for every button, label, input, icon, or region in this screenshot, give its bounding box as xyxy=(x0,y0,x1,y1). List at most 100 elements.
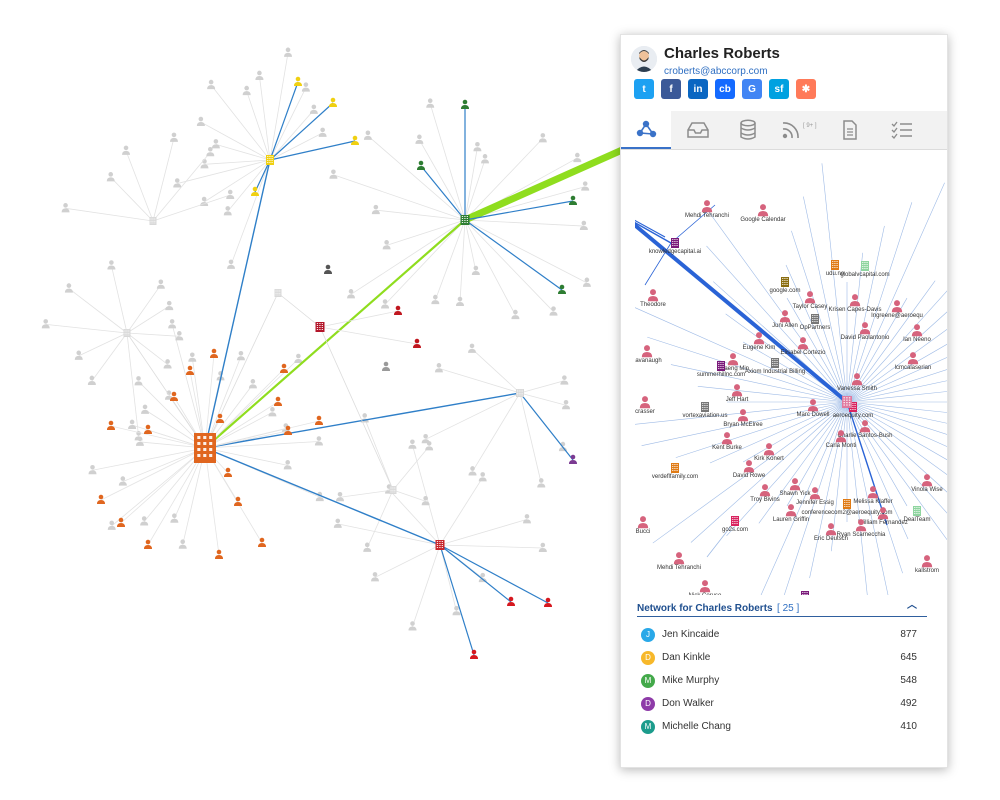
person-node-icon[interactable] xyxy=(255,70,264,80)
company-node-icon[interactable] xyxy=(771,358,779,368)
person-node-icon[interactable] xyxy=(283,460,292,470)
person-node-icon[interactable] xyxy=(227,259,236,269)
person-node-icon[interactable] xyxy=(301,82,310,92)
person-node-icon[interactable] xyxy=(825,523,837,536)
person-node-icon[interactable] xyxy=(549,306,558,316)
person-node-icon[interactable] xyxy=(757,204,769,217)
person-node-icon[interactable] xyxy=(434,363,443,373)
person-node-icon[interactable] xyxy=(753,332,765,345)
person-node-icon[interactable] xyxy=(371,572,380,582)
person-node-icon[interactable] xyxy=(122,145,131,155)
person-node-icon[interactable] xyxy=(413,338,421,348)
person-node-icon[interactable] xyxy=(461,99,469,109)
person-node-icon[interactable] xyxy=(560,375,569,385)
person-node-icon[interactable] xyxy=(224,467,232,477)
person-node-icon[interactable] xyxy=(107,260,116,270)
person-node-icon[interactable] xyxy=(64,283,73,293)
person-node-icon[interactable] xyxy=(731,384,743,397)
person-node-icon[interactable] xyxy=(363,130,372,140)
person-node-icon[interactable] xyxy=(236,350,245,361)
person-node-icon[interactable] xyxy=(582,277,591,287)
person-node-icon[interactable] xyxy=(74,350,83,360)
person-node-icon[interactable] xyxy=(284,425,292,435)
person-node-icon[interactable] xyxy=(759,484,771,497)
company-node-icon[interactable] xyxy=(913,506,921,516)
person-node-icon[interactable] xyxy=(141,404,150,414)
company-node-icon[interactable] xyxy=(843,499,851,509)
person-node-icon[interactable] xyxy=(336,491,345,502)
person-node-icon[interactable] xyxy=(851,373,863,386)
person-node-icon[interactable] xyxy=(537,478,546,488)
company-node-icon[interactable] xyxy=(671,463,679,473)
person-node-icon[interactable] xyxy=(538,133,547,143)
company-node-icon[interactable] xyxy=(731,516,739,526)
person-node-icon[interactable] xyxy=(763,443,775,456)
person-node-icon[interactable] xyxy=(284,47,293,57)
company-node-icon[interactable] xyxy=(781,277,789,287)
person-node-icon[interactable] xyxy=(804,291,816,304)
person-node-icon[interactable] xyxy=(641,345,653,358)
person-node-icon[interactable] xyxy=(117,517,125,527)
person-node-icon[interactable] xyxy=(699,580,711,593)
company-node-icon[interactable] xyxy=(460,215,470,225)
person-node-icon[interactable] xyxy=(118,476,127,486)
twitter-icon[interactable]: t xyxy=(634,79,654,99)
crunchbase-icon[interactable]: cb xyxy=(715,79,735,99)
person-node-icon[interactable] xyxy=(452,605,461,616)
person-node-icon[interactable] xyxy=(538,542,547,552)
company-node-icon[interactable] xyxy=(842,396,852,408)
person-node-icon[interactable] xyxy=(170,513,179,523)
person-node-icon[interactable] xyxy=(351,135,359,145)
person-node-icon[interactable] xyxy=(163,359,172,369)
person-node-icon[interactable] xyxy=(737,409,749,422)
person-node-icon[interactable] xyxy=(382,240,391,250)
person-node-icon[interactable] xyxy=(408,621,417,631)
person-node-icon[interactable] xyxy=(673,552,685,565)
person-node-icon[interactable] xyxy=(248,379,257,389)
person-node-icon[interactable] xyxy=(134,376,143,386)
person-node-icon[interactable] xyxy=(569,454,577,464)
salesforce-icon[interactable]: sf xyxy=(769,79,789,99)
person-node-icon[interactable] xyxy=(144,424,152,434)
person-node-icon[interactable] xyxy=(128,419,137,429)
person-node-icon[interactable] xyxy=(569,195,577,205)
tab-documents[interactable] xyxy=(825,111,875,149)
person-node-icon[interactable] xyxy=(859,420,871,433)
person-node-icon[interactable] xyxy=(721,432,733,445)
person-node-icon[interactable] xyxy=(329,169,338,179)
person-node-icon[interactable] xyxy=(371,204,380,215)
tab-network[interactable] xyxy=(621,111,671,149)
company-node-icon[interactable] xyxy=(266,155,274,165)
person-node-icon[interactable] xyxy=(178,539,187,549)
person-node-icon[interactable] xyxy=(425,441,434,451)
person-node-icon[interactable] xyxy=(809,487,821,500)
chevron-up-icon[interactable]: ︿ xyxy=(907,600,917,611)
person-node-icon[interactable] xyxy=(417,160,425,170)
person-node-icon[interactable] xyxy=(347,289,356,299)
person-node-icon[interactable] xyxy=(107,420,115,430)
person-node-icon[interactable] xyxy=(835,430,847,443)
person-node-icon[interactable] xyxy=(544,597,552,607)
person-node-icon[interactable] xyxy=(522,514,531,524)
person-node-icon[interactable] xyxy=(779,310,791,323)
person-node-icon[interactable] xyxy=(215,549,223,559)
person-node-icon[interactable] xyxy=(511,309,520,320)
person-node-icon[interactable] xyxy=(216,413,224,423)
person-node-icon[interactable] xyxy=(333,518,342,528)
person-node-icon[interactable] xyxy=(318,127,327,137)
person-node-icon[interactable] xyxy=(478,472,487,482)
person-node-icon[interactable] xyxy=(468,466,477,476)
person-node-icon[interactable] xyxy=(727,353,739,366)
person-node-icon[interactable] xyxy=(426,98,435,108)
person-node-icon[interactable] xyxy=(701,200,713,213)
person-node-icon[interactable] xyxy=(579,220,588,231)
company-node-icon[interactable] xyxy=(717,361,725,371)
person-node-icon[interactable] xyxy=(173,178,182,188)
tab-feed[interactable]: [ 9+ ] xyxy=(773,111,823,149)
person-node-icon[interactable] xyxy=(186,365,194,375)
